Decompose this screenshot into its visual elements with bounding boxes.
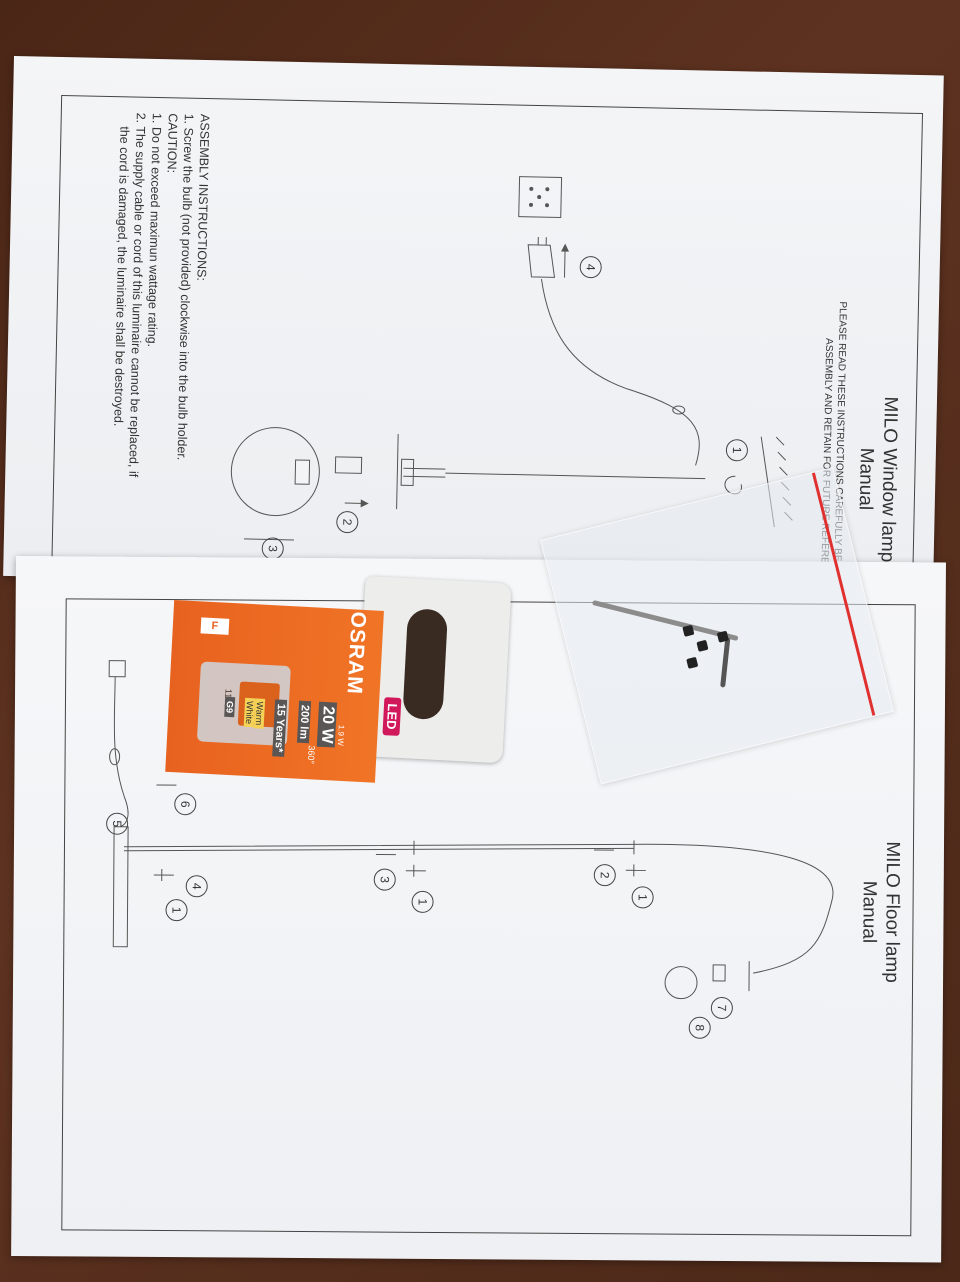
floor-glass-globe-drawing (664, 966, 698, 1000)
floor-plug-drawing (108, 660, 126, 678)
glass-globe-drawing (230, 427, 320, 517)
color-temp-line2: White (243, 697, 256, 728)
bulb-holder-drawing (400, 458, 415, 486)
floor-step-4: 4 (185, 875, 208, 898)
floor-lamp-diagram (108, 660, 834, 1000)
screw (696, 639, 709, 652)
screw (682, 624, 695, 637)
screw (686, 656, 699, 669)
osram-bulb-box: 1100 F OSRAM LED 20 W 1.9 W 200 lm 360° … (165, 566, 512, 789)
floor-lamp-arc-drawing (123, 843, 834, 974)
floor-step-2: 2 (593, 864, 616, 887)
cord-drawing (540, 279, 700, 466)
power-equivalent: 20 W (316, 701, 338, 748)
wall-socket-drawing (518, 176, 563, 218)
floor-step-7: 7 (710, 996, 733, 1020)
floor-step-5: 5 (106, 812, 129, 835)
floor-step-6: 6 (174, 793, 197, 816)
floor-bulb-holder-drawing (712, 964, 726, 982)
floor-step-1a: 1 (631, 886, 654, 909)
window-lamp-diagram (230, 176, 793, 541)
hang-hole (402, 608, 449, 721)
beam-angle: 360° (305, 745, 317, 765)
floor-lamp-manual-sheet: MILO Floor lamp Manual 1 2 3 1 4 1 (11, 556, 946, 1263)
floor-step-1b: 1 (411, 890, 434, 913)
led-badge: LED (382, 697, 402, 736)
cord-switch-drawing (672, 405, 686, 415)
bulb-base: G9 (224, 696, 236, 718)
color-temp-line1: Warm (253, 698, 266, 729)
floor-cord-drawing (113, 676, 129, 828)
allen-key-bend (720, 637, 731, 688)
window-lamp-manual-sheet: MILO Window lamp Manual PLEASE READ THES… (3, 56, 944, 615)
osram-brand: OSRAM (342, 611, 370, 696)
lamp-rod-drawing (445, 472, 706, 480)
floor-step-8: 8 (688, 1016, 711, 1039)
bulb-drawing (334, 456, 363, 474)
power-actual: 1.9 W (335, 724, 346, 746)
floor-lamp-base-drawing (112, 826, 129, 948)
energy-class-label: F (200, 617, 230, 635)
plug-drawing (527, 244, 556, 278)
floor-step-1c: 1 (165, 899, 188, 922)
floor-step-3: 3 (373, 868, 396, 891)
lumen-output: 200 lm (296, 700, 312, 744)
